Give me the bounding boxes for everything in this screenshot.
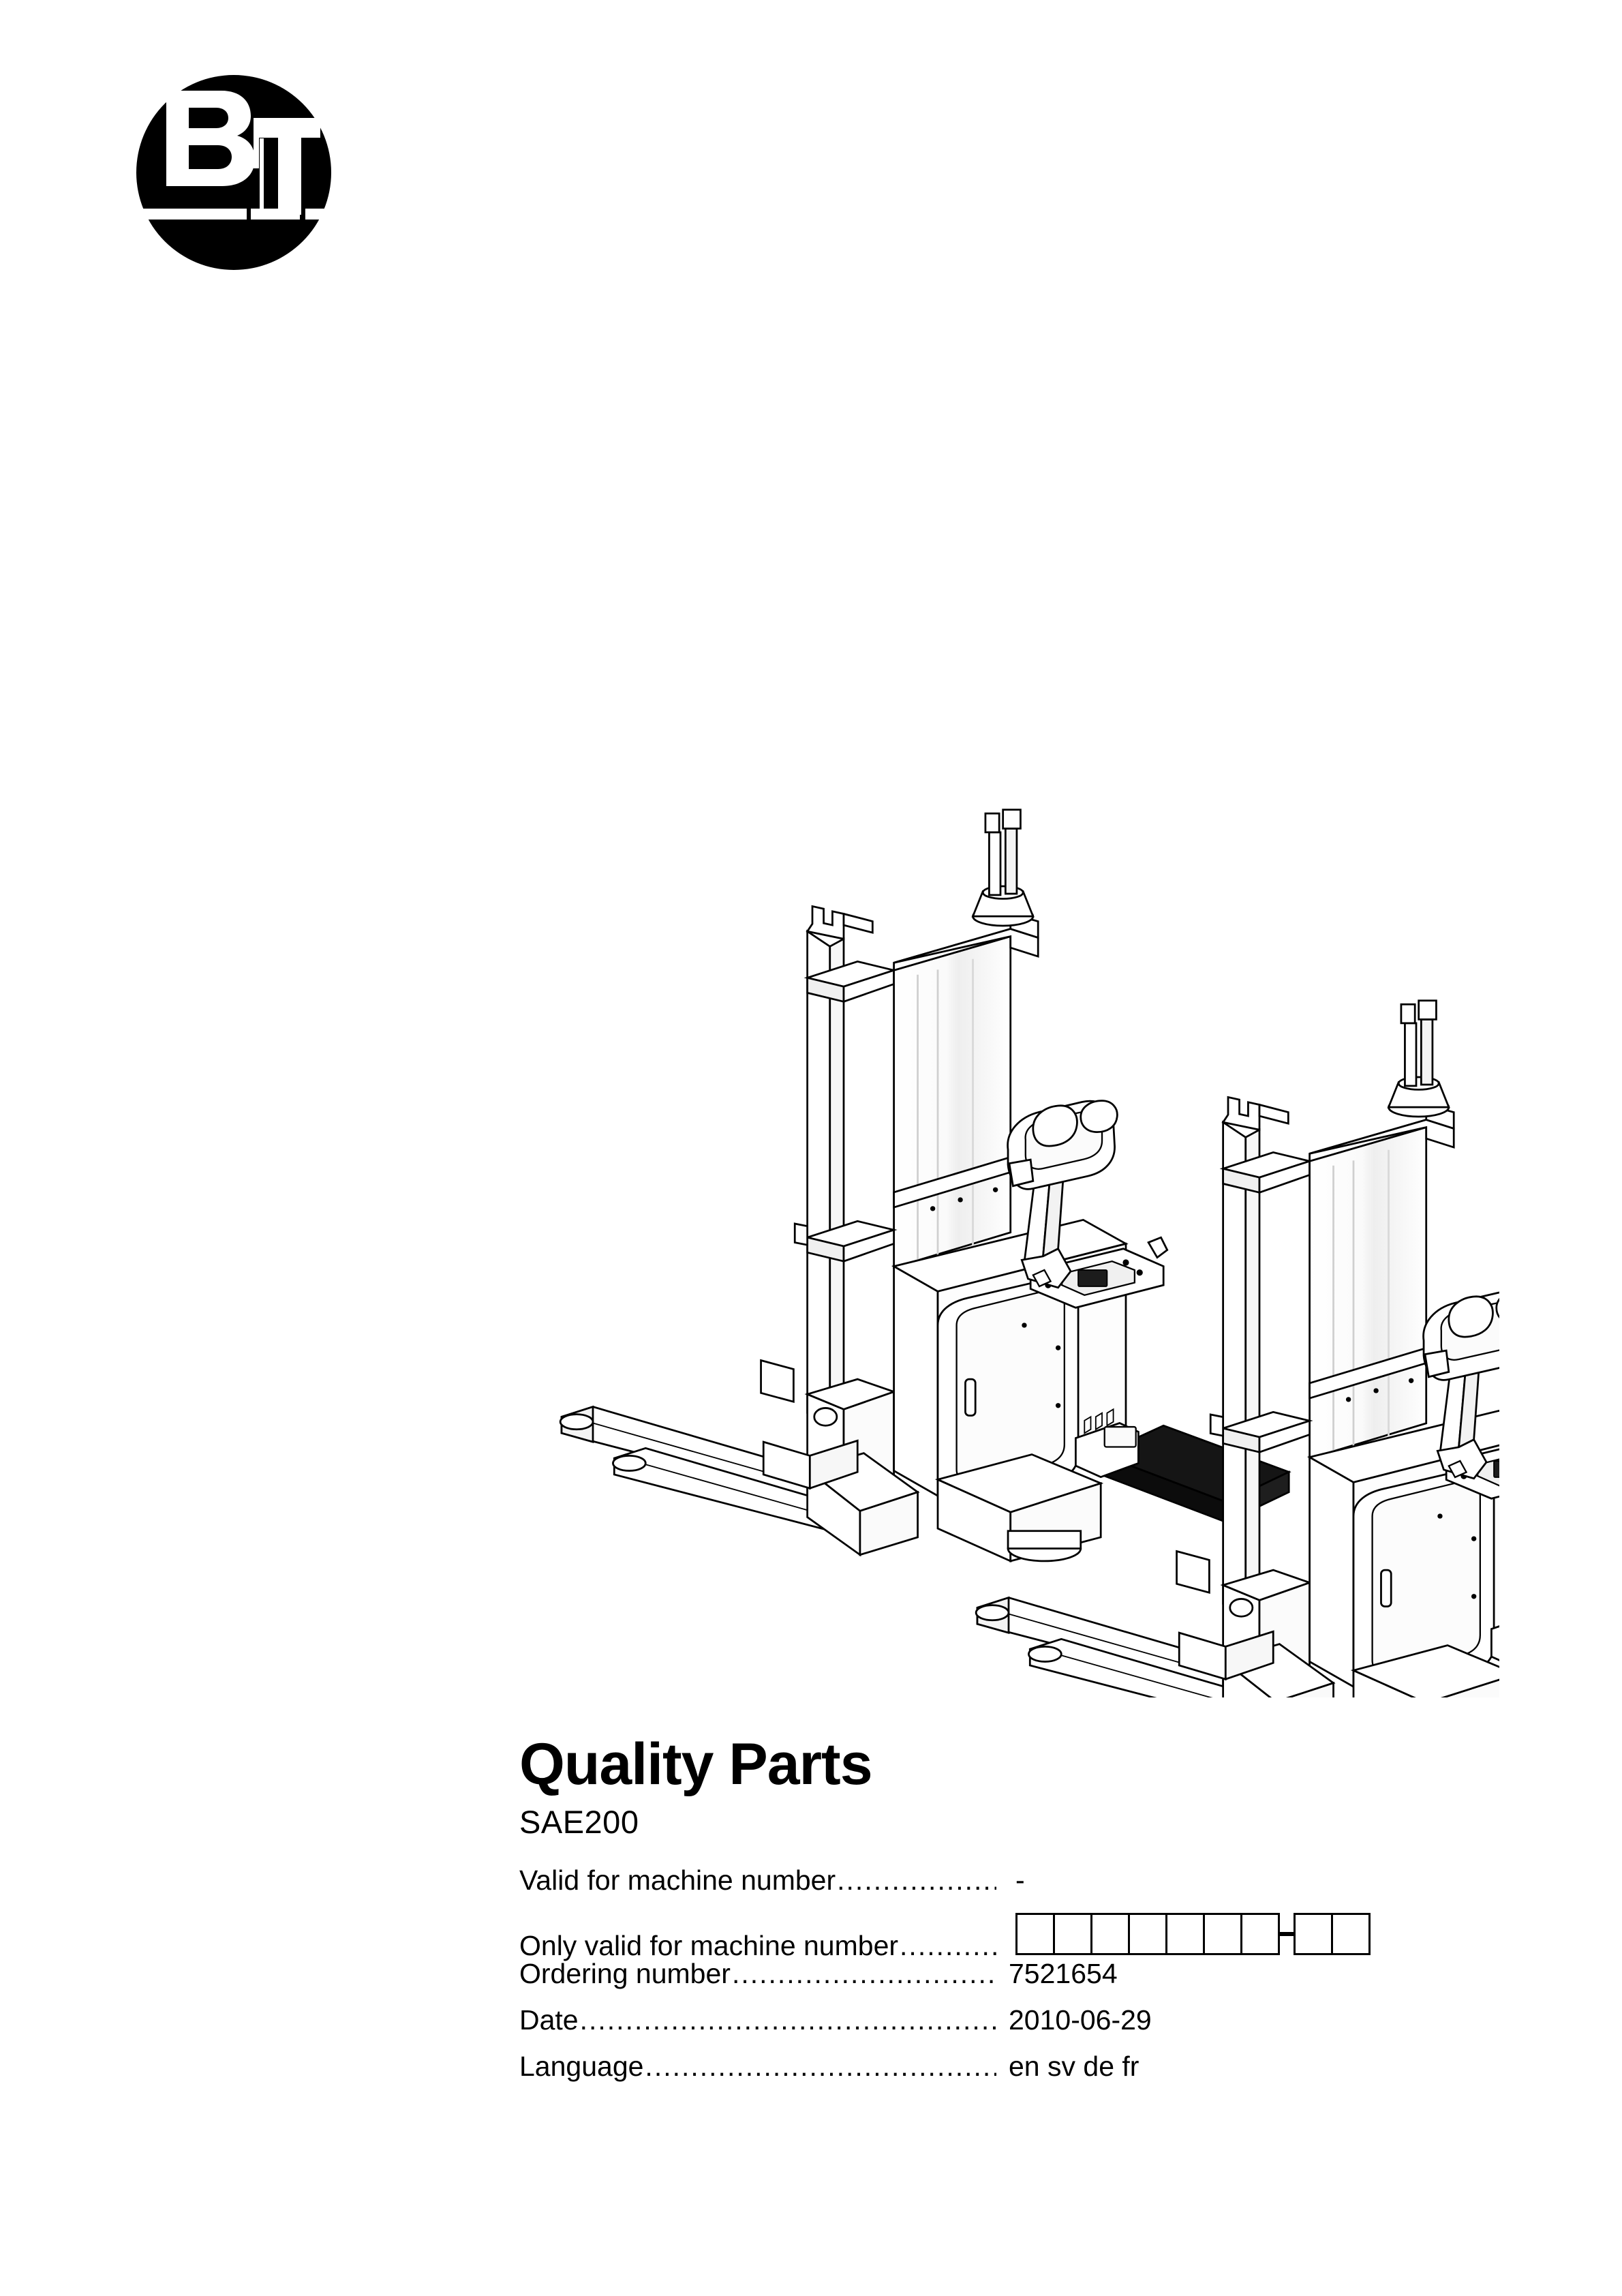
table-row-date: Date ...................................… [519, 2006, 1398, 2053]
label-date: Date [519, 2004, 579, 2036]
page-title: Quality Parts [519, 1732, 873, 1797]
machine-number-box[interactable] [1240, 1913, 1280, 1955]
machine-number-box[interactable] [1331, 1913, 1371, 1955]
bt-logo [136, 75, 331, 270]
label-valid-for-machine-number: Valid for machine number [519, 1864, 836, 1896]
value-date: 2010-06-29 [1009, 2004, 1152, 2036]
machine-number-box[interactable] [1015, 1913, 1055, 1955]
leader-dots: ........................................… [645, 2053, 996, 2081]
cover-text-block: Quality Parts SAE200 Valid for machine n… [519, 1735, 1426, 2099]
value-ordering-number: 7521654 [1009, 1958, 1118, 1989]
stacker-truck-rear [559, 809, 1290, 1562]
label-only-valid-for-machine-number: Only valid for machine number [519, 1930, 899, 1961]
table-row-ordering-number: Ordering number ........................… [519, 1960, 1398, 2006]
value-valid-for-machine-number: - [1015, 1864, 1025, 1896]
leader-dots: ............ [900, 1932, 996, 1960]
leader-dots: .................... [837, 1867, 996, 1894]
leader-dots: ........................................… [579, 2006, 996, 2034]
machine-number-box[interactable] [1090, 1913, 1130, 1955]
table-row-only-valid-for-machine-number: Only valid for machine number ..........… [519, 1913, 1398, 1960]
stacker-truck-line-drawing [559, 809, 1499, 1697]
machine-number-separator-dash [1280, 1932, 1294, 1936]
machine-number-group-two[interactable] [1294, 1913, 1371, 1955]
label-language: Language [519, 2051, 644, 2082]
model-designation: SAE200 [519, 1804, 639, 1840]
machine-number-entry-boxes[interactable] [1015, 1913, 1398, 1955]
machine-number-group-one[interactable] [1015, 1913, 1280, 1955]
value-language: en sv de fr [1009, 2051, 1139, 2082]
bt-logo-icon [136, 75, 331, 270]
machine-number-box[interactable] [1294, 1913, 1333, 1955]
machine-number-box[interactable] [1203, 1913, 1242, 1955]
metadata-table: Valid for machine number ...............… [519, 1867, 1398, 2099]
machine-number-box[interactable] [1128, 1913, 1167, 1955]
table-row-language: Language ...............................… [519, 2053, 1398, 2099]
leader-dots: ................................ [731, 1960, 996, 1988]
table-row-valid-for-machine-number: Valid for machine number ...............… [519, 1867, 1398, 1913]
label-ordering-number: Ordering number [519, 1958, 731, 1989]
machine-number-box[interactable] [1165, 1913, 1205, 1955]
product-illustration [477, 743, 1499, 1697]
machine-number-box[interactable] [1053, 1913, 1092, 1955]
